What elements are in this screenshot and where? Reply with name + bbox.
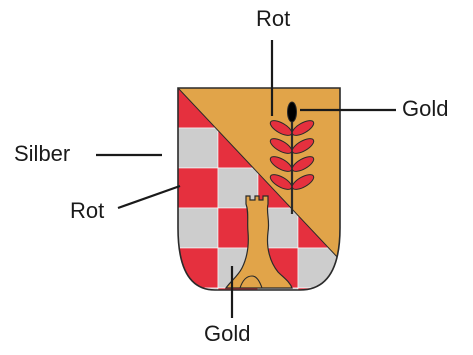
checker-square bbox=[338, 128, 378, 168]
checker-square bbox=[178, 208, 218, 248]
checker-square bbox=[338, 288, 378, 328]
label-left-silver: Silber bbox=[14, 143, 70, 165]
checker-square bbox=[298, 248, 338, 288]
label-bottom-gold: Gold bbox=[204, 323, 250, 345]
label-left-red: Rot bbox=[70, 200, 104, 222]
checker-square bbox=[298, 288, 338, 328]
checker-square bbox=[178, 128, 218, 168]
label-top-red: Rot bbox=[256, 8, 290, 30]
checker-square bbox=[258, 288, 298, 328]
checker-square bbox=[338, 168, 378, 208]
checker-square bbox=[338, 248, 378, 288]
leader-left-red bbox=[118, 186, 180, 208]
checker-square bbox=[338, 88, 378, 128]
checker-square bbox=[338, 208, 378, 248]
checker-square bbox=[178, 168, 218, 208]
label-right-gold: Gold bbox=[402, 98, 448, 120]
